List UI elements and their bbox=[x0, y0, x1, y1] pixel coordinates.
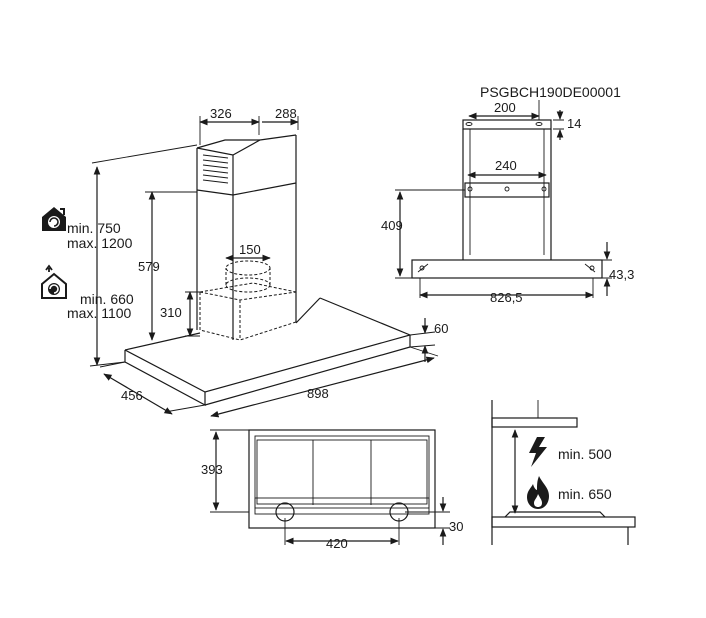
dim-light-spacing: 420 bbox=[326, 536, 348, 551]
model-code: PSGBCH190DE00001 bbox=[480, 84, 621, 100]
dim-hood-mount-height: 43,3 bbox=[609, 267, 634, 282]
dim-chimney-width: 326 bbox=[210, 106, 232, 121]
cooktop bbox=[491, 516, 636, 528]
vent-grille bbox=[202, 154, 229, 184]
dim-hood-mount-width: 826,5 bbox=[490, 290, 523, 305]
recirculation-house-icon bbox=[41, 264, 67, 299]
clearance-view: min. 500 min. 650 bbox=[491, 400, 636, 545]
hood-side bbox=[491, 417, 578, 428]
gas-clearance: min. 650 bbox=[558, 486, 612, 502]
dim-top-bracket-height: 14 bbox=[567, 116, 581, 131]
dim-motor-width: 150 bbox=[239, 242, 261, 257]
extraction-house-icon bbox=[42, 207, 66, 231]
flame-icon bbox=[527, 476, 549, 509]
hood-underside bbox=[248, 429, 436, 529]
bracket-view: PSGBCH190DE00001 200 14 240 bbox=[381, 84, 634, 305]
lower-bracket bbox=[464, 182, 550, 198]
electric-clearance: min. 500 bbox=[558, 446, 612, 462]
dim-bracket-to-hood: 409 bbox=[381, 218, 403, 233]
hood-front bbox=[411, 259, 603, 279]
dim-motor-height: 310 bbox=[160, 305, 182, 320]
dim-chimney-to-hood: 579 bbox=[138, 259, 160, 274]
recirculation-min: min. 660 bbox=[80, 291, 134, 307]
recirculation-max: max. 1100 bbox=[67, 305, 132, 321]
top-bracket bbox=[462, 119, 552, 130]
dim-hood-width: 898 bbox=[307, 386, 329, 401]
perspective-view: 326 288 150 310 579 min. 750 max bbox=[41, 106, 448, 418]
dim-chimney-depth: 288 bbox=[275, 106, 297, 121]
recirculation-installation: min. 660 max. 1100 bbox=[41, 264, 134, 321]
dim-hood-depth: 456 bbox=[121, 388, 143, 403]
dim-top-bracket-width: 200 bbox=[494, 100, 516, 115]
extraction-max: max. 1200 bbox=[67, 235, 133, 251]
extraction-installation: min. 750 max. 1200 bbox=[42, 207, 133, 251]
dim-edge-offset: 30 bbox=[449, 519, 463, 534]
bottom-view: 393 420 30 bbox=[201, 429, 463, 551]
dim-hood-thickness: 60 bbox=[434, 321, 448, 336]
dim-lower-bracket-width: 240 bbox=[495, 158, 517, 173]
extraction-min: min. 750 bbox=[67, 220, 121, 236]
motor-box bbox=[199, 260, 297, 341]
dim-bottom-depth: 393 bbox=[201, 462, 223, 477]
lightning-icon bbox=[529, 437, 547, 467]
chimney bbox=[196, 134, 297, 341]
